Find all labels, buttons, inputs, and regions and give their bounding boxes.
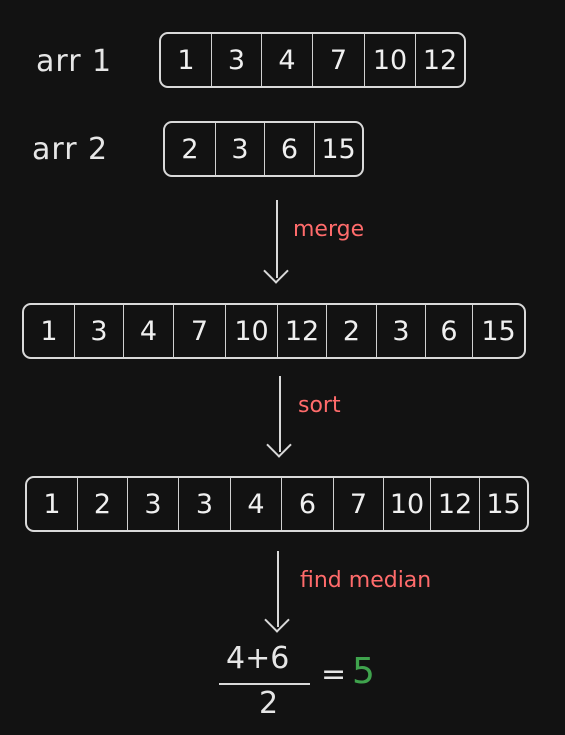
merged-cell: 4: [124, 305, 174, 357]
sorted-cell: 12: [431, 478, 480, 530]
arr1-label: arr 1: [36, 44, 113, 79]
merged-cell: 15: [481, 315, 516, 347]
merged-array: 1 3 4 7 10 12 2 3 6 15: [22, 303, 526, 359]
merged-cell: 3: [377, 305, 426, 357]
sorted-cell: 4: [231, 478, 282, 530]
arr1-cell: 7: [313, 34, 365, 86]
arr1-cell: 4: [262, 34, 313, 86]
sorted-cell: 7: [334, 478, 384, 530]
median-result: 5: [352, 651, 375, 692]
arr2-label: arr 2: [32, 132, 109, 167]
sort-step-label: sort: [298, 393, 341, 418]
arr1-cell: 12: [422, 44, 458, 76]
find-median-step-label: find median: [300, 568, 432, 593]
merged-cell: 2: [327, 305, 377, 357]
sort-arrow: [279, 376, 281, 452]
median-denominator: 2: [259, 686, 279, 721]
fraction-bar: [219, 683, 310, 685]
sorted-cell: 10: [384, 478, 431, 530]
equals-sign: =: [321, 657, 347, 692]
sorted-array: 1 2 3 3 4 6 7 10 12 15: [25, 476, 529, 532]
arr1-cell: 3: [212, 34, 262, 86]
sorted-cell: 6: [282, 478, 334, 530]
arr2-cell: 2: [165, 123, 216, 175]
merged-cell: 6: [426, 305, 473, 357]
arr2-cell: 3: [216, 123, 265, 175]
sorted-cell: 15: [486, 488, 521, 520]
arr2-cell: 15: [321, 133, 356, 165]
sorted-cell: 2: [78, 478, 128, 530]
arr1-cell: 10: [365, 34, 416, 86]
merged-cell: 12: [278, 305, 327, 357]
merge-arrow: [276, 200, 278, 278]
sorted-cell: 3: [128, 478, 179, 530]
merge-step-label: merge: [293, 217, 365, 242]
merged-cell: 3: [75, 305, 124, 357]
arr2-cell: 6: [265, 123, 315, 175]
arr1-cell: 1: [161, 34, 212, 86]
sorted-cell: 3: [179, 478, 231, 530]
find-median-arrow: [277, 551, 279, 627]
sorted-cell: 1: [27, 478, 78, 530]
arr2-array: 2 3 6 15: [163, 121, 364, 177]
merged-cell: 1: [24, 305, 75, 357]
median-numerator: 4+6: [226, 641, 290, 676]
arr1-array: 1 3 4 7 10 12: [159, 32, 466, 88]
merged-cell: 7: [174, 305, 226, 357]
merged-cell: 10: [226, 305, 278, 357]
